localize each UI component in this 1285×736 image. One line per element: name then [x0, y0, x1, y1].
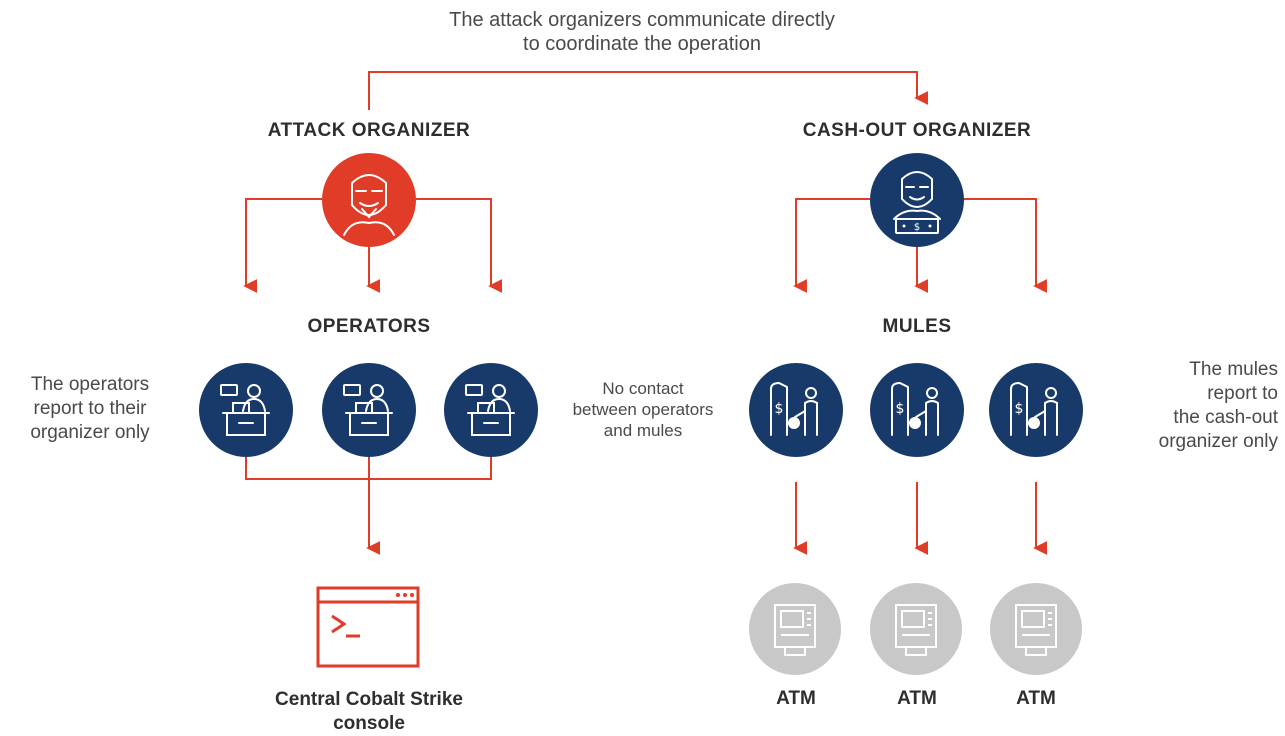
attack-organizer-title: ATTACK ORGANIZER — [267, 120, 471, 141]
mules-note: The mules report to the cash-out organiz… — [1158, 359, 1278, 452]
cashout-branch-right — [964, 198, 1048, 293]
mule-node-1: $ — [749, 363, 843, 457]
atm-label-2: ATM — [897, 688, 937, 709]
operator-node-3 — [444, 363, 538, 457]
operator-at-desk-icon — [220, 384, 270, 436]
atm-node-3 — [990, 583, 1082, 675]
attack-branch-right — [416, 198, 503, 293]
cashout-organizer-title: CASH-OUT ORGANIZER — [802, 120, 1032, 141]
svg-text:$: $ — [914, 222, 920, 233]
atm-machine-icon — [774, 604, 816, 656]
cashout-organizer-node: $ — [870, 153, 964, 247]
operator-node-1 — [199, 363, 293, 457]
organizers-communication-note: The attack organizers communicate direct… — [449, 9, 835, 55]
atm-node-1 — [749, 583, 841, 675]
operator-at-desk-icon — [343, 384, 393, 436]
svg-text:$: $ — [896, 401, 905, 417]
mule-node-3: $ — [989, 363, 1083, 457]
atm-label-1: ATM — [776, 688, 816, 709]
operators-title: OPERATORS — [307, 316, 431, 337]
mule-with-money-bag-icon: $ — [891, 381, 939, 436]
masked-person-with-cash-icon: $ — [893, 171, 941, 234]
mules-title: MULES — [882, 316, 952, 337]
terminal-window-icon — [316, 586, 420, 668]
operator-node-2 — [322, 363, 416, 457]
mule-with-money-bag-icon: $ — [770, 381, 818, 436]
console-label: Central Cobalt Strike console — [275, 689, 463, 734]
attack-organizer-node — [322, 153, 416, 247]
svg-text:$: $ — [1015, 401, 1024, 417]
atm-node-2 — [870, 583, 962, 675]
operators-note: The operators report to their organizer … — [30, 374, 150, 443]
operator-at-desk-icon — [465, 384, 515, 436]
atm-machine-icon — [1015, 604, 1057, 656]
mule-with-money-bag-icon: $ — [1010, 381, 1058, 436]
atm-label-3: ATM — [1016, 688, 1056, 709]
no-contact-note: No contact between operators and mules — [572, 379, 714, 440]
cashout-branch-left — [793, 198, 870, 293]
attack-branch-left — [243, 198, 322, 293]
organizer-link-line — [368, 71, 929, 110]
anonymous-mask-icon — [343, 174, 395, 236]
mule-node-2: $ — [870, 363, 964, 457]
svg-text:$: $ — [775, 401, 784, 417]
atm-machine-icon — [895, 604, 937, 656]
